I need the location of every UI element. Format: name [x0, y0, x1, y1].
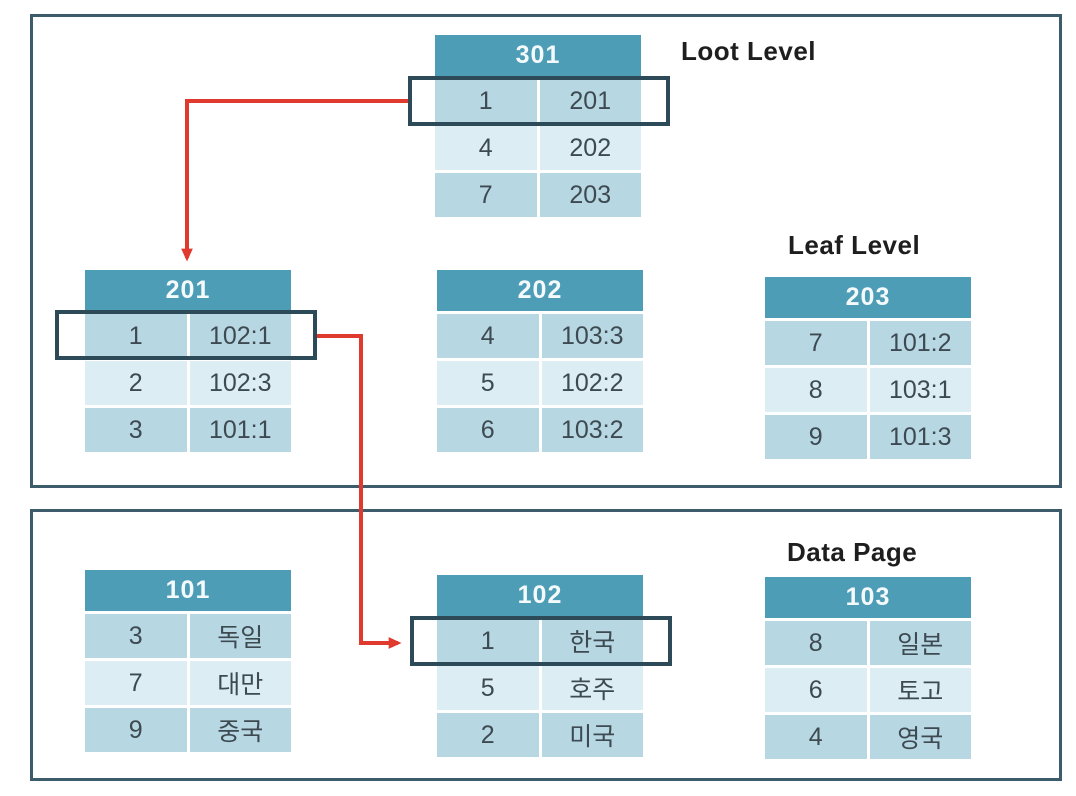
row-key-cell: 9	[765, 415, 867, 459]
row-value-cell: 102:2	[541, 361, 643, 405]
row-key-cell: 6	[765, 668, 867, 712]
page-203-title: 203	[765, 277, 971, 318]
table-row: 1 한국	[437, 619, 643, 663]
table-row: 3 독일	[85, 614, 291, 658]
row-key-cell: 8	[765, 621, 867, 665]
page-table-201: 201 1 102:1 2 102:3 3 101:1	[85, 270, 291, 455]
data-page-label: Data Page	[787, 537, 918, 567]
row-value-cell: 201	[539, 79, 641, 123]
table-row: 4 103:3	[437, 314, 643, 358]
row-value-cell: 103:2	[541, 408, 643, 452]
row-value-cell: 대만	[189, 661, 291, 705]
root-level-label: Loot Level	[681, 36, 817, 66]
row-key-cell: 7	[435, 173, 537, 217]
table-row: 1 102:1	[85, 314, 291, 358]
table-row: 6 103:2	[437, 408, 643, 452]
page-103-title: 103	[765, 577, 971, 618]
table-row: 7 203	[435, 173, 641, 217]
row-key-cell: 3	[85, 408, 187, 452]
table-row: 5 호주	[437, 666, 643, 710]
row-value-cell: 한국	[541, 619, 643, 663]
highlight-row-301-1	[408, 76, 670, 126]
row-key-cell: 9	[85, 708, 187, 752]
index-levels-box	[30, 14, 1062, 488]
table-row: 2 미국	[437, 713, 643, 757]
table-row: 7 대만	[85, 661, 291, 705]
data-page-box	[30, 509, 1062, 781]
row-key-cell: 1	[435, 79, 537, 123]
row-value-cell: 101:3	[869, 415, 971, 459]
row-key-cell: 6	[437, 408, 539, 452]
row-key-cell: 2	[437, 713, 539, 757]
table-row: 8 103:1	[765, 368, 971, 412]
row-key-cell: 4	[765, 715, 867, 759]
page-201-title: 201	[85, 270, 291, 311]
row-value-cell: 102:1	[189, 314, 291, 358]
highlight-row-201-1	[55, 310, 317, 360]
table-row: 9 101:3	[765, 415, 971, 459]
table-row: 2 102:3	[85, 361, 291, 405]
row-value-cell: 토고	[869, 668, 971, 712]
table-row: 3 101:1	[85, 408, 291, 452]
row-value-cell: 영국	[869, 715, 971, 759]
page-301-title: 301	[435, 35, 641, 76]
row-value-cell: 202	[539, 126, 641, 170]
row-value-cell: 미국	[541, 713, 643, 757]
row-value-cell: 독일	[189, 614, 291, 658]
row-value-cell: 103:3	[541, 314, 643, 358]
row-key-cell: 7	[765, 321, 867, 365]
page-101-title: 101	[85, 570, 291, 611]
table-row: 4 202	[435, 126, 641, 170]
row-key-cell: 4	[435, 126, 537, 170]
page-table-103: 103 8 일본 6 토고 4 영국	[765, 577, 971, 762]
row-key-cell: 1	[437, 619, 539, 663]
row-value-cell: 호주	[541, 666, 643, 710]
row-key-cell: 8	[765, 368, 867, 412]
row-value-cell: 203	[539, 173, 641, 217]
leaf-level-label: Leaf Level	[788, 230, 921, 260]
table-row: 8 일본	[765, 621, 971, 665]
page-table-202: 202 4 103:3 5 102:2 6 103:2	[437, 270, 643, 455]
row-key-cell: 4	[437, 314, 539, 358]
table-row: 1 201	[435, 79, 641, 123]
row-key-cell: 3	[85, 614, 187, 658]
page-table-301: 301 1 201 4 202 7 203	[435, 35, 641, 220]
row-key-cell: 5	[437, 666, 539, 710]
row-value-cell: 중국	[189, 708, 291, 752]
highlight-row-102-1	[410, 616, 672, 666]
row-value-cell: 103:1	[869, 368, 971, 412]
row-key-cell: 2	[85, 361, 187, 405]
page-table-101: 101 3 독일 7 대만 9 중국	[85, 570, 291, 755]
page-table-102: 102 1 한국 5 호주 2 미국	[437, 575, 643, 760]
row-value-cell: 102:3	[189, 361, 291, 405]
row-key-cell: 5	[437, 361, 539, 405]
table-row: 9 중국	[85, 708, 291, 752]
page-table-203: 203 7 101:2 8 103:1 9 101:3	[765, 277, 971, 462]
row-value-cell: 101:2	[869, 321, 971, 365]
table-row: 7 101:2	[765, 321, 971, 365]
row-key-cell: 7	[85, 661, 187, 705]
row-key-cell: 1	[85, 314, 187, 358]
table-row: 4 영국	[765, 715, 971, 759]
row-value-cell: 101:1	[189, 408, 291, 452]
table-row: 6 토고	[765, 668, 971, 712]
row-value-cell: 일본	[869, 621, 971, 665]
page-202-title: 202	[437, 270, 643, 311]
page-102-title: 102	[437, 575, 643, 616]
table-row: 5 102:2	[437, 361, 643, 405]
